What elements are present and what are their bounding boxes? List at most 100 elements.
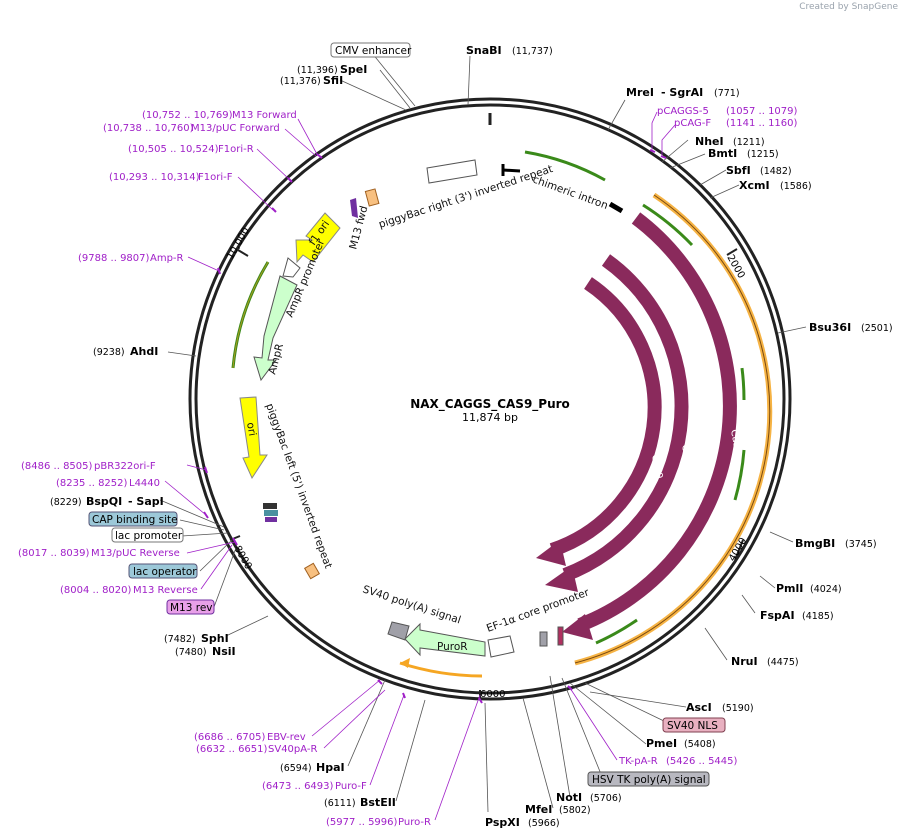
primer-pcaggs5: pCAGGS-5 — [657, 106, 709, 117]
site-spei-pos: (11,396) — [297, 65, 338, 76]
site-bsu36i-pos: (2501) — [861, 323, 893, 334]
site-xcmi: XcmI — [739, 179, 770, 192]
primer-f1orir: F1ori-R — [218, 144, 254, 155]
site-mrei-pos: (771) — [714, 88, 740, 99]
box-sv40-nls — [662, 717, 726, 733]
site-nsii: NsiI — [212, 645, 236, 658]
site-noti: NotI — [556, 791, 582, 804]
primer-lines — [164, 111, 676, 821]
primer-pcagf: pCAG-F — [674, 118, 711, 129]
orf-arc-bottom — [399, 661, 483, 678]
cas9-label-outer: Cas9 — [728, 429, 743, 455]
site-sphi-pos: (7482) — [164, 634, 196, 645]
tick-mark-10000 — [237, 249, 249, 257]
primer-ebvrev-pos: (6686 .. 6705) — [194, 732, 266, 743]
box-hsv-tk-poly-a — [587, 771, 710, 787]
primer-purof-pos: (6473 .. 6493) — [262, 781, 334, 792]
pb-left-block-3 — [265, 517, 277, 522]
orf-arc-right-core — [574, 194, 771, 664]
site-pmei: PmeI — [646, 737, 677, 750]
primer-f1orir-pos: (10,505 .. 10,524) — [128, 144, 219, 155]
primer-m13puc-r-pos: (8017 .. 8039) — [18, 548, 90, 559]
primer-f1orif: F1ori-F — [198, 172, 233, 183]
box-m13-rev-label: M13 rev — [170, 602, 213, 614]
site-nhei-pos: (1211) — [733, 137, 765, 148]
pb-left-block-1 — [263, 503, 277, 509]
m13-fwd-marker — [350, 198, 358, 218]
piggybac-left-label: piggyBac left (5') inverted repeat — [263, 402, 334, 570]
orange-block-left — [303, 562, 321, 580]
primer-sv40par-pos: (6632 .. 6651) — [196, 744, 268, 755]
ef1a-small-box — [539, 631, 548, 647]
primer-ebvrev: EBV-rev — [267, 732, 306, 743]
box-lac-operator — [128, 563, 198, 579]
site-hpai: HpaI — [316, 761, 345, 774]
box-lac-operator-label: lac operator — [133, 566, 197, 578]
cas9-arrowhead-outer — [562, 614, 593, 640]
site-nrui-pos: (4475) — [767, 657, 799, 668]
cas9-arc-middle — [562, 254, 689, 582]
box-lac-promoter-label: lac promoter — [115, 530, 183, 542]
primer-puror-pos: (5977 .. 5996) — [326, 817, 398, 828]
orange-arc-left — [232, 261, 269, 369]
green-segment-3 — [733, 449, 746, 501]
site-xcmi-pos: (1586) — [780, 181, 812, 192]
plasmid-name: NAX_CAGGS_CAS9_Puro — [410, 397, 570, 412]
primer-ampr: Amp-R — [150, 253, 184, 264]
primer-tkpar-pos: (5426 .. 5445) — [666, 756, 738, 767]
site-ahdi-pos: (9238) — [93, 347, 125, 358]
site-snabi-pos: (11,737) — [512, 46, 553, 57]
site-bspqi-sapi: - SapI — [128, 495, 164, 508]
site-bsu36i: Bsu36I — [809, 321, 851, 334]
ampr-arrow — [253, 275, 298, 382]
box-cmv-enhancer — [330, 42, 411, 58]
site-nhei: NheI — [695, 135, 724, 148]
primer-f1orif-pos: (10,293 .. 10,314) — [109, 172, 200, 183]
ampr-promoter-arrow — [282, 257, 301, 278]
primer-m13puc-f: M13/pUC Forward — [191, 123, 280, 134]
backbone-outer — [188, 97, 792, 701]
green-segment-2 — [740, 367, 746, 401]
chimeric-intron-label: chimeric intron — [531, 174, 610, 212]
site-bmgbi: BmgBI — [795, 537, 835, 550]
site-sfii-pos: (11,376) — [280, 76, 321, 87]
site-pspxi: PspXI — [485, 816, 520, 829]
site-sbfi-pos: (1482) — [760, 166, 792, 177]
box-cap-binding-site — [88, 511, 178, 527]
site-sbfi: SbfI — [726, 164, 751, 177]
primer-m13rev-pos: (8004 .. 8020) — [60, 585, 132, 596]
site-fspai-pos: (4185) — [802, 611, 834, 622]
primer-m13rev: M13 Reverse — [133, 585, 198, 596]
primer-pbr322: pBR322ori-F — [94, 461, 156, 472]
cas9-arc-outer — [577, 212, 737, 632]
primer-sv40par: SV40pA-R — [268, 744, 317, 755]
site-fspai: FspAI — [760, 609, 795, 622]
site-nrui: NruI — [731, 655, 758, 668]
cas9-label-middle: Cas9 — [679, 444, 694, 470]
primer-ampr-pos: (9788 .. 9807) — [78, 253, 150, 264]
site-mfei-pos: (5802) — [559, 805, 591, 816]
primer-pcagf-pos: (1141 .. 1160) — [726, 118, 798, 129]
piggybac-right-box — [426, 159, 478, 184]
site-sphi: SphI — [201, 632, 229, 645]
tick-mark-4000 — [734, 539, 744, 561]
chimeric-intron-start-bar — [502, 168, 521, 173]
snapgene-watermark: Created by SnapGene — [799, 2, 898, 12]
site-nsii-pos: (7480) — [175, 647, 207, 658]
primer-l4440: L4440 — [129, 478, 160, 489]
pb-left-block-2 — [264, 510, 278, 516]
cas9-label-inner: Cas9 — [649, 454, 664, 480]
site-bsteii-pos: (6111) — [324, 798, 356, 809]
box-sv40-nls-label: SV40 NLS — [667, 720, 718, 732]
puror-label: PuroR — [437, 641, 468, 653]
primer-pcaggs5-pos: (1057 .. 1079) — [726, 106, 798, 117]
primer-pbr322-pos: (8486 .. 8505) — [21, 461, 93, 472]
primer-markers — [203, 149, 667, 704]
tick-mark-8000 — [229, 535, 241, 541]
orf-arc-bottom-head — [400, 658, 410, 668]
site-asci: AscI — [686, 701, 712, 714]
callout-lines — [159, 52, 807, 813]
cas9-arrowhead-middle — [545, 566, 578, 592]
site-ahdi: AhdI — [130, 345, 158, 358]
